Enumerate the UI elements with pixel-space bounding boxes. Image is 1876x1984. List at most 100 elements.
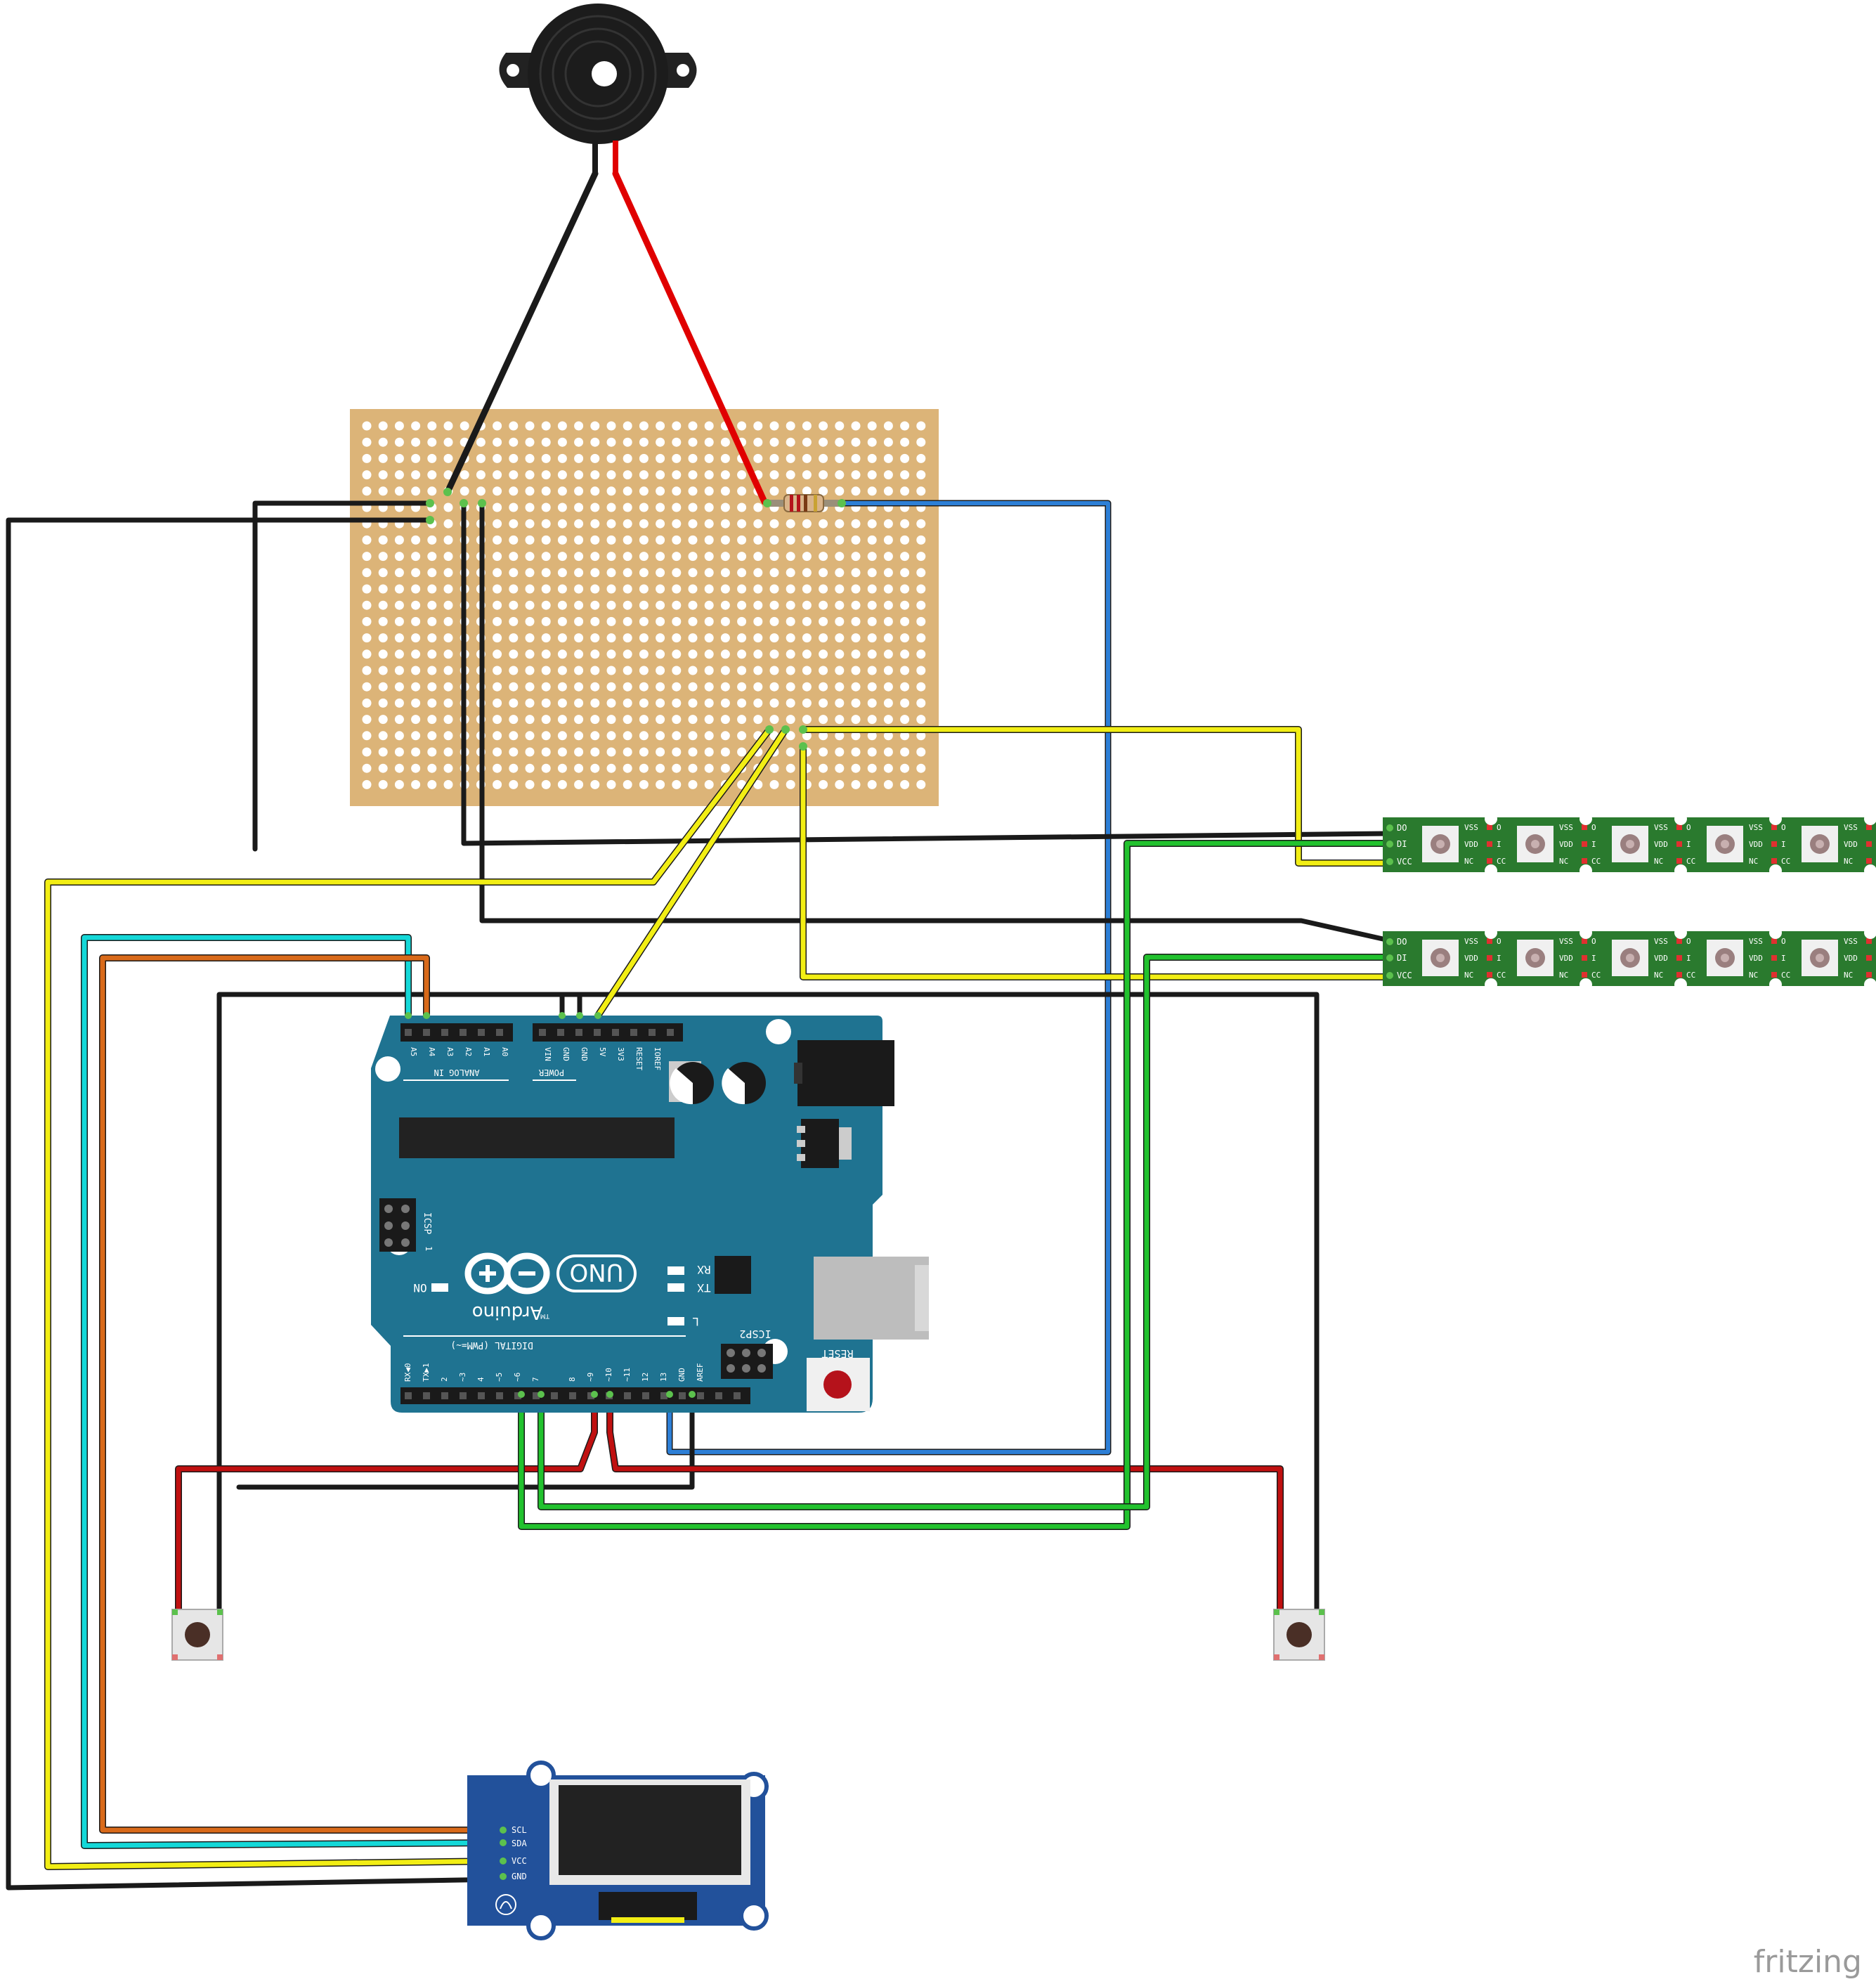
perf-hole: [639, 715, 649, 725]
push-button-left[interactable]: [171, 1609, 223, 1661]
perf-hole: [411, 421, 421, 431]
perf-hole: [606, 600, 616, 610]
perf-hole: [900, 470, 910, 480]
perf-hole: [720, 453, 730, 463]
strip-pad: [1866, 858, 1872, 864]
perf-hole: [883, 568, 893, 578]
perf-hole: [623, 779, 632, 789]
perf-hole: [656, 649, 665, 659]
perf-hole: [606, 421, 616, 431]
perf-hole: [819, 421, 828, 431]
perf-hole: [493, 519, 502, 529]
perf-hole: [704, 453, 714, 463]
perf-hole: [688, 437, 698, 447]
perf-hole: [883, 682, 893, 692]
perf-hole: [541, 552, 551, 562]
perf-hole: [378, 616, 388, 626]
perf-hole: [525, 682, 535, 692]
perf-hole: [623, 715, 632, 725]
perf-hole: [574, 486, 584, 496]
perf-hole: [704, 779, 714, 789]
perf-hole: [769, 715, 779, 725]
perf-hole: [656, 519, 665, 529]
perf-hole: [623, 421, 632, 431]
perf-hole: [557, 437, 567, 447]
pin-label: A4: [427, 1047, 436, 1057]
perf-hole: [916, 453, 926, 463]
digital-pin-label: RX◀0: [403, 1363, 412, 1382]
perf-hole: [656, 731, 665, 741]
dc-jack: [797, 1040, 894, 1106]
perf-hole: [851, 715, 861, 725]
perf-hole: [525, 616, 535, 626]
perf-hole: [656, 600, 665, 610]
perf-hole: [688, 715, 698, 725]
perf-hole: [753, 453, 763, 463]
perf-hole: [688, 584, 698, 594]
perf-hole: [362, 616, 372, 626]
perf-hole: [720, 698, 730, 708]
perf-hole: [900, 568, 910, 578]
strip-seg-label: VSS: [1464, 823, 1478, 832]
wire-gnd-perf-left: [252, 500, 433, 852]
perf-hole: [378, 552, 388, 562]
perf-hole: [590, 763, 600, 773]
perf-hole: [819, 486, 828, 496]
perf-hole: [835, 519, 845, 529]
perf-hole: [427, 731, 437, 741]
strip-seg-label: I: [1591, 840, 1596, 849]
perf-hole: [590, 535, 600, 545]
perf-hole: [509, 779, 519, 789]
perf-hole: [769, 616, 779, 626]
perf-hole: [509, 470, 519, 480]
power-header: [533, 1023, 683, 1042]
icsp2-label: ICSP2: [739, 1328, 771, 1340]
perf-hole: [916, 747, 926, 757]
wire-gnd-oled: [6, 517, 506, 1891]
perf-hole: [802, 421, 812, 431]
perf-hole: [720, 568, 730, 578]
perf-connection-points: [426, 488, 846, 751]
perf-hole: [851, 763, 861, 773]
perf-hole: [900, 698, 910, 708]
strip-seg-label: CC: [1591, 857, 1601, 866]
perf-hole: [362, 649, 372, 659]
pin-label: A1: [482, 1047, 491, 1056]
perf-hole: [509, 616, 519, 626]
perf-hole: [737, 747, 747, 757]
perf-hole: [900, 731, 910, 741]
icsp-pin1-mark: 1: [424, 1246, 434, 1251]
perf-hole: [574, 731, 584, 741]
perf-hole: [753, 633, 763, 643]
strip-cut-notch: [1769, 978, 1782, 991]
perf-hole: [753, 779, 763, 789]
perf-hole: [411, 715, 421, 725]
perf-hole: [476, 453, 486, 463]
perf-hole: [590, 698, 600, 708]
perf-hole: [916, 535, 926, 545]
perf-hole: [541, 568, 551, 578]
arduino-brand: Arduino: [472, 1302, 543, 1323]
perf-hole: [656, 666, 665, 675]
perf-hole: [786, 421, 795, 431]
perf-hole: [753, 519, 763, 529]
perf-hole: [769, 470, 779, 480]
strip-seg-label: I: [1497, 840, 1502, 849]
resistor: [767, 494, 842, 512]
header-pin: [441, 1392, 448, 1399]
reset-button[interactable]: [823, 1370, 852, 1399]
perf-hole: [574, 747, 584, 757]
perf-hole: [753, 715, 763, 725]
perf-hole: [867, 486, 877, 496]
perf-hole: [557, 649, 567, 659]
strip-seg-label: VSS: [1654, 823, 1668, 832]
perf-hole: [672, 715, 682, 725]
push-button-right[interactable]: [1273, 1609, 1325, 1661]
perf-hole: [769, 421, 779, 431]
perf-hole: [916, 421, 926, 431]
arduino-tm: TM: [540, 1312, 550, 1319]
perf-hole: [639, 453, 649, 463]
perf-hole: [704, 600, 714, 610]
perf-hole: [802, 698, 812, 708]
perf-hole: [867, 453, 877, 463]
